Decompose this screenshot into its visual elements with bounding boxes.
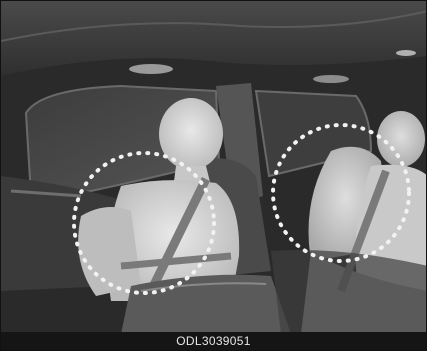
rear-seat-cushion [271, 250, 427, 334]
car-interior-illustration [1, 1, 427, 334]
caption-bar: ODL3039051 [1, 332, 426, 350]
figure-code-label: ODL3039051 [176, 334, 250, 348]
dome-light [129, 64, 173, 74]
